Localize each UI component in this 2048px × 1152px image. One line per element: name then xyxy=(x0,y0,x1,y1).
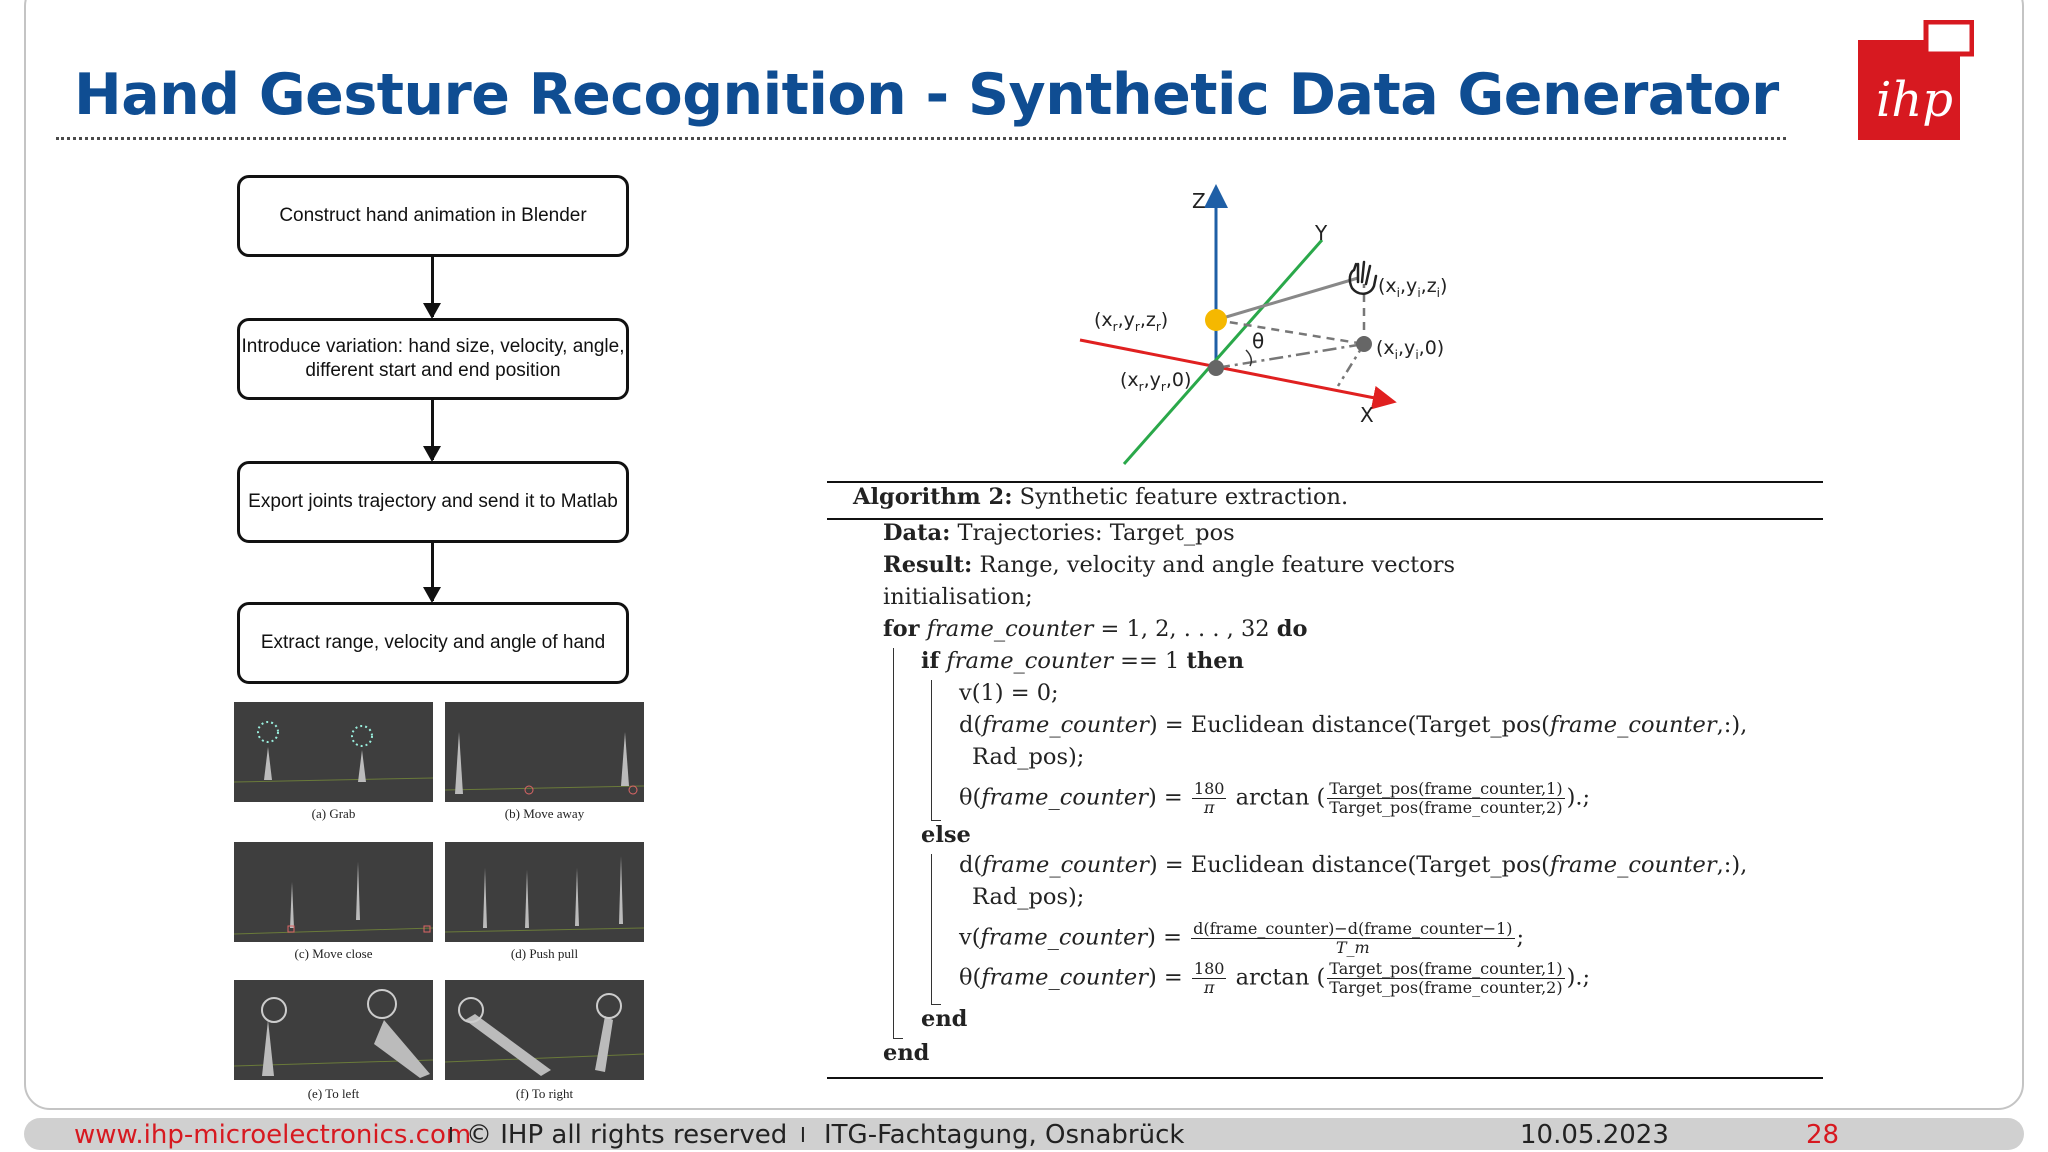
algorithm-for-line: for frame_counter = 1, 2, . . . , 32 do xyxy=(883,616,1308,642)
svg-text:Y: Y xyxy=(1314,221,1328,245)
svg-text:(xr,yr,zr): (xr,yr,zr) xyxy=(1094,309,1168,334)
if-block-bar xyxy=(931,680,932,820)
svg-text:(xi,yi,zi): (xi,yi,zi) xyxy=(1378,275,1447,300)
flow-step-4: Extract range, velocity and angle of han… xyxy=(237,602,629,684)
algorithm-bottom-rule xyxy=(827,1077,1823,1079)
gesture-caption: (f) To right xyxy=(515,1086,574,1101)
algorithm-distance-line-else: d(frame_counter) = Euclidean distance(Ta… xyxy=(959,852,1748,878)
svg-text:ihp: ihp xyxy=(1876,72,1953,128)
svg-text:X: X xyxy=(1360,403,1374,427)
algorithm-result-line: Result: Range, velocity and angle featur… xyxy=(883,552,1456,578)
footer-url-link[interactable]: www.ihp-microelectronics.com xyxy=(74,1120,472,1150)
gesture-caption: (d) Push pull xyxy=(510,946,579,961)
algorithm-end-outer: end xyxy=(883,1040,930,1066)
hand-ground-point xyxy=(1356,336,1372,352)
footer-separator: I xyxy=(800,1123,806,1147)
title-divider xyxy=(56,137,1786,140)
svg-text:(xi,yi,0): (xi,yi,0) xyxy=(1376,337,1444,362)
ihp-logo: ihp xyxy=(1858,20,1974,140)
svg-text:θ: θ xyxy=(1252,329,1264,353)
footer-bar xyxy=(24,1118,2024,1150)
x-axis xyxy=(1079,338,1397,410)
footer-page-number: 28 xyxy=(1806,1120,1840,1150)
flow-arrow-2 xyxy=(423,400,441,462)
footer-event: ITG-Fachtagung, Osnabrück xyxy=(824,1120,1185,1150)
flow-arrow-3 xyxy=(423,543,441,603)
gesture-image-to-right xyxy=(445,980,644,1080)
gesture-caption: (b) Move away xyxy=(504,806,585,821)
for-block-bar xyxy=(893,648,894,1038)
algorithm-distance-line: d(frame_counter) = Euclidean distance(Ta… xyxy=(959,712,1748,738)
algorithm-velocity-line: v(frame_counter) = d(frame_counter)−d(fr… xyxy=(959,919,1525,957)
svg-text:(xr,yr,0): (xr,yr,0) xyxy=(1120,369,1191,394)
algorithm-if-line: if frame_counter == 1 then xyxy=(921,648,1244,674)
algorithm-init-line: initialisation; xyxy=(883,584,1033,610)
gesture-image-grab xyxy=(234,702,433,802)
flow-step-2: Introduce variation: hand size, velocity… xyxy=(237,318,629,400)
hand-icon xyxy=(1348,260,1378,295)
gesture-image-push-pull xyxy=(445,842,644,942)
algorithm-end-inner: end xyxy=(921,1006,968,1032)
gesture-caption: (c) Move close xyxy=(294,946,373,961)
svg-text:Z: Z xyxy=(1192,189,1206,213)
footer-rights: © IHP all rights reserved xyxy=(466,1120,788,1150)
algorithm-header-rule xyxy=(827,518,1823,520)
gesture-caption: (a) Grab xyxy=(311,806,356,821)
algorithm-top-rule xyxy=(827,481,1823,483)
slide-title: Hand Gesture Recognition - Synthetic Dat… xyxy=(74,62,1779,128)
gesture-caption: (e) To left xyxy=(307,1086,360,1101)
footer-date: 10.05.2023 xyxy=(1520,1120,1669,1150)
flow-step-3: Export joints trajectory and send it to … xyxy=(237,461,629,543)
radar-ground-point xyxy=(1208,360,1224,376)
coordinate-diagram: Z Y X θ (xr,yr,zr) (xr,yr,0) (xi,yi,zi) … xyxy=(1079,184,1447,465)
y-axis xyxy=(1122,239,1324,465)
algorithm-radpos-line-else: Rad_pos); xyxy=(972,884,1085,910)
flow-step-1: Construct hand animation in Blender xyxy=(237,175,629,257)
footer-separator: I xyxy=(448,1123,454,1147)
algorithm-data-line: Data: Trajectories: Target_pos xyxy=(883,520,1235,546)
else-block-bar xyxy=(931,854,932,1004)
radar-point xyxy=(1205,309,1227,331)
gesture-image-move-close xyxy=(234,842,433,942)
algorithm-v1-line: v(1) = 0; xyxy=(959,680,1059,706)
algorithm-radpos-line: Rad_pos); xyxy=(972,744,1085,770)
flow-arrow-1 xyxy=(423,257,441,319)
gesture-image-move-away xyxy=(445,702,644,802)
gesture-image-to-left xyxy=(234,980,433,1080)
algorithm-else-line: else xyxy=(921,822,971,848)
algorithm-header: Algorithm 2: Synthetic feature extractio… xyxy=(853,484,1349,510)
